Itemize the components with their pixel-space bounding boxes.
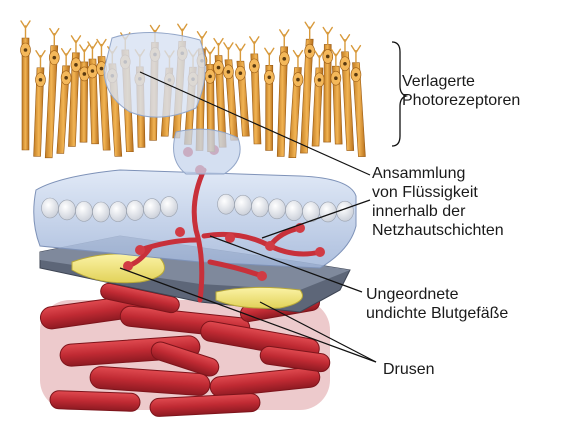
label-displaced-photoreceptors: Verlagerte Photorezeptoren: [402, 73, 521, 109]
nucleus-cell: [251, 196, 269, 218]
nucleus-cell: [92, 201, 110, 223]
photoreceptor-cell: [288, 49, 304, 158]
photoreceptor-cell: [350, 44, 366, 157]
photoreceptor-cell: [79, 44, 90, 143]
photoreceptor-cell: [339, 34, 355, 151]
photoreceptor-layer: [20, 20, 366, 159]
photoreceptor-cell: [56, 48, 72, 154]
photoreceptor-cell: [20, 20, 31, 151]
label-leaky-vessels: Ungeordnete undichte Blutgefäße: [366, 286, 509, 322]
photoreceptor-cell: [276, 29, 290, 157]
nucleus-cell: [41, 197, 59, 219]
photoreceptor-bracket: [391, 41, 409, 147]
photoreceptor-cell: [322, 26, 334, 143]
photoreceptor-cell: [68, 35, 82, 147]
nucleus-cell: [319, 201, 337, 223]
photoreceptor-cell: [223, 42, 239, 141]
label-fluid-accumulation: Ansammlung von Flüssigkeit innerhalb der…: [372, 165, 504, 239]
fluid-pockets: [103, 32, 241, 175]
photoreceptor-cell: [311, 50, 325, 147]
nuclear-layer-cells: [41, 193, 354, 223]
nucleus-cell: [75, 201, 93, 222]
photoreceptor-cell: [44, 27, 60, 159]
nucleus-cell: [126, 200, 144, 221]
photoreceptor-cell: [235, 43, 250, 137]
photoreceptor-cell: [33, 50, 46, 157]
nucleus-cell: [109, 201, 127, 222]
photoreceptor-cell: [330, 48, 343, 145]
photoreceptor-cell: [300, 21, 315, 154]
nucleus-cell: [234, 194, 252, 216]
nucleus-cell: [268, 198, 286, 220]
nucleus-cell: [58, 199, 76, 221]
nucleus-cell: [285, 200, 303, 221]
label-drusen: Drusen: [383, 361, 435, 378]
nucleus-cell: [160, 196, 178, 217]
nucleus-cell: [143, 198, 161, 219]
photoreceptor-cell: [264, 47, 275, 151]
nucleus-cell: [217, 193, 235, 215]
photoreceptor-cell: [248, 36, 262, 145]
leader-lines: [119, 71, 377, 363]
photoreceptor-cell: [87, 41, 99, 145]
